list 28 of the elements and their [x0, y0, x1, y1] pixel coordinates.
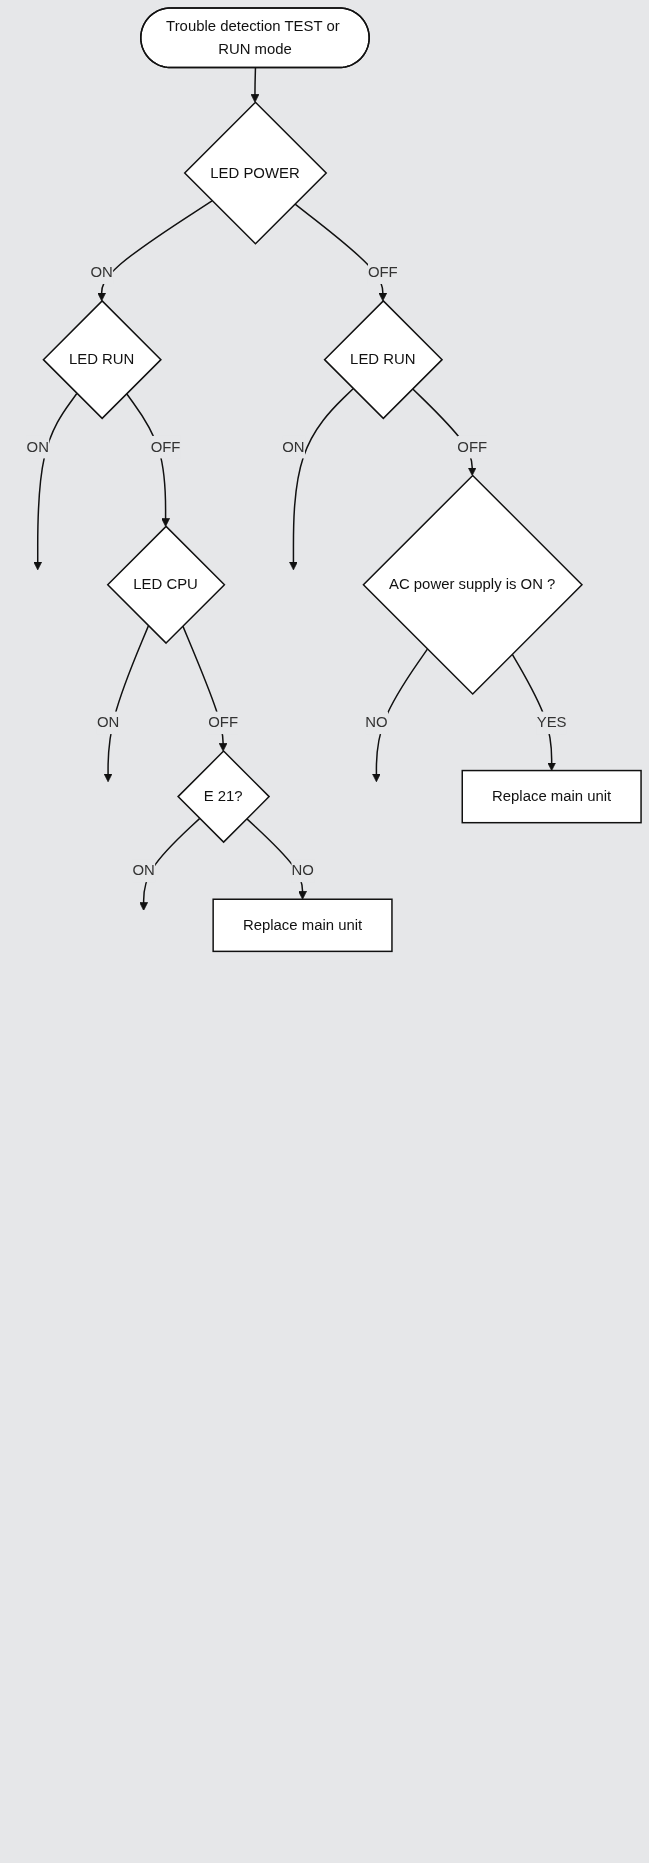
node-diamond: LED POWER — [183, 101, 328, 245]
edge-label: OFF — [150, 437, 181, 455]
node-diamond: LED RUN — [42, 299, 162, 420]
edge-label: ON — [96, 713, 120, 731]
arrow — [139, 817, 201, 911]
arrow — [289, 387, 354, 571]
arrow — [33, 392, 78, 571]
edge-label: NO — [291, 861, 314, 879]
arrow — [97, 200, 213, 302]
edge-label: OFF — [457, 437, 488, 455]
edge-label: OFF — [208, 713, 238, 731]
edge-label: NO — [365, 713, 388, 731]
edge-label: YES — [536, 713, 567, 731]
node-diamond: E 21? — [177, 750, 271, 844]
node-diamond: LED RUN — [323, 299, 444, 420]
node-box: Replace main unit — [461, 769, 642, 824]
edge-label: ON — [282, 437, 305, 455]
arrow — [372, 648, 429, 783]
arrow — [250, 67, 260, 103]
edge-label: ON — [90, 263, 113, 281]
node-box: Replace main unit — [212, 898, 393, 953]
arrow — [245, 817, 307, 900]
arrow — [103, 625, 150, 783]
node-diamond: AC power supply is ON ? — [362, 474, 583, 696]
node-diamond: LED CPU — [106, 525, 226, 645]
edge-label: ON — [26, 437, 49, 455]
edge-label: OFF — [367, 263, 398, 281]
edge-label: ON — [132, 861, 155, 879]
